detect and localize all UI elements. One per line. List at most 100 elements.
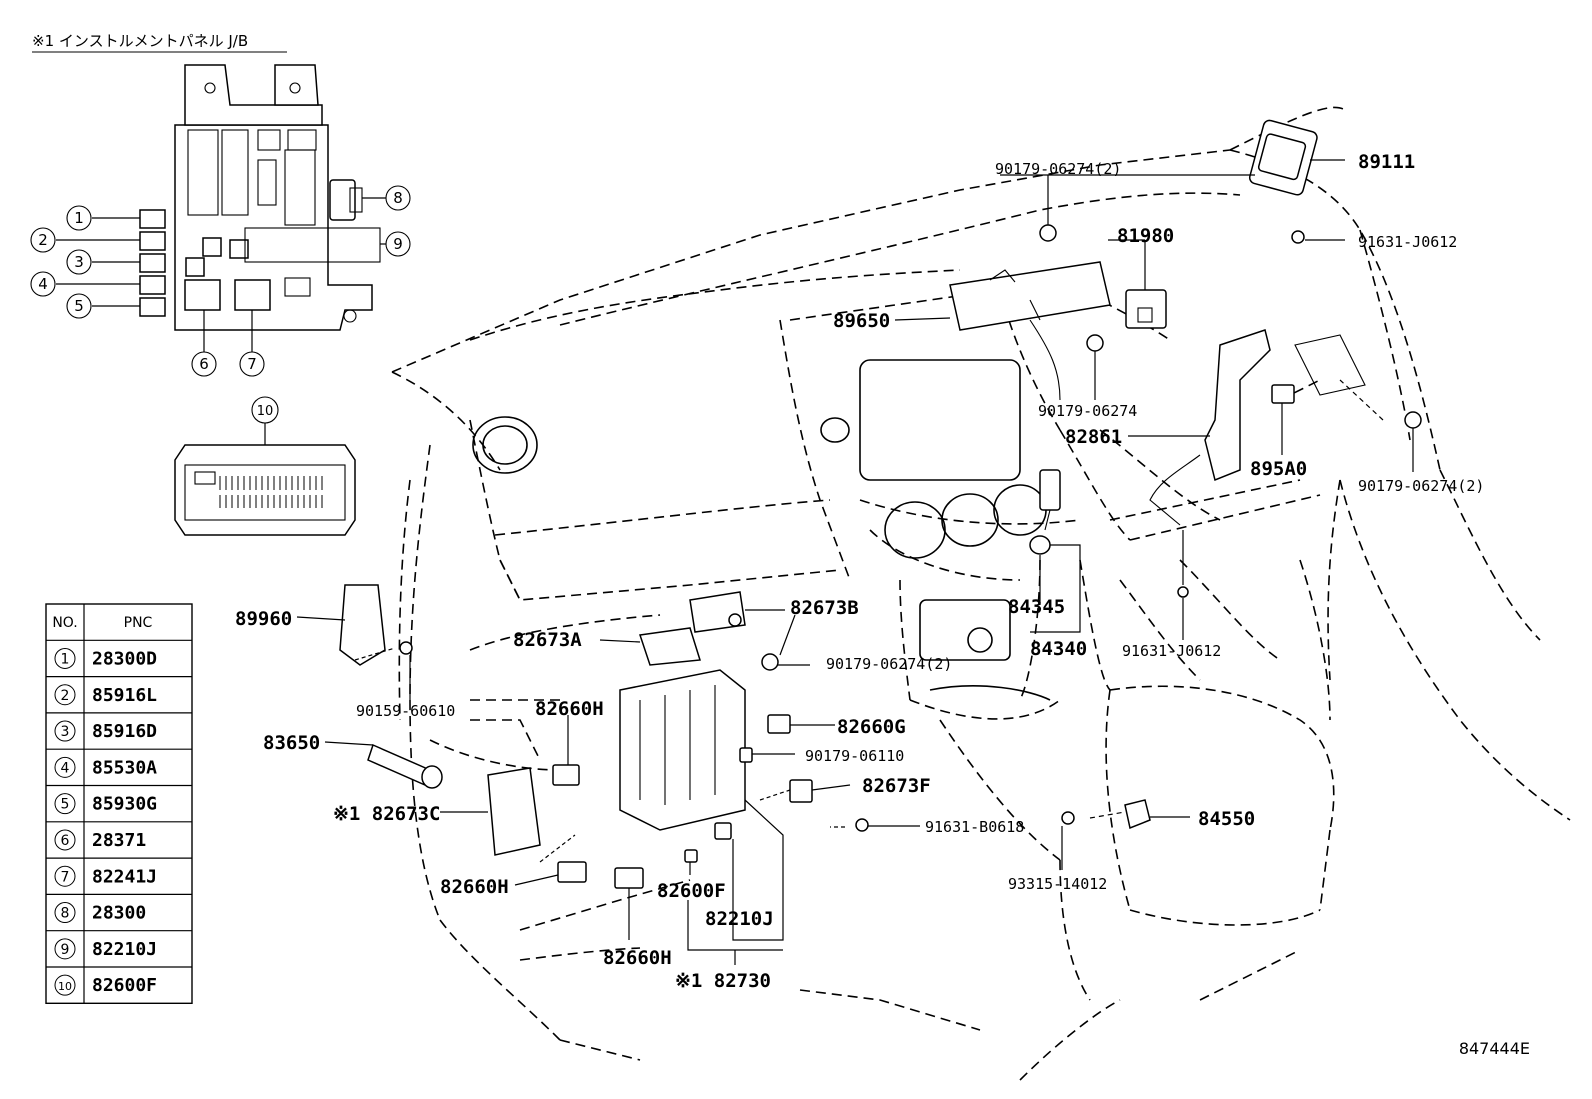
svg-text:9: 9	[393, 235, 403, 253]
table-row-circle	[54, 829, 76, 851]
table-row-circle	[54, 684, 76, 706]
fasteners	[399, 224, 1422, 832]
label-89960: 89960	[235, 608, 292, 630]
table-row-circle	[54, 756, 76, 778]
part-84550	[1124, 799, 1151, 830]
svg-text:2: 2	[38, 231, 48, 249]
svg-text:4: 4	[38, 275, 48, 293]
part-89111	[1248, 119, 1318, 196]
label-90179-mid: 90179-06274	[1038, 402, 1137, 420]
svg-text:5: 5	[74, 297, 84, 315]
part-82673C	[487, 767, 541, 856]
label-84340: 84340	[1030, 638, 1087, 660]
table-row-pnc: 82600F	[92, 975, 157, 996]
dash-vents	[472, 359, 1051, 701]
label-93315: 93315-14012	[1008, 875, 1107, 893]
label-83650: 83650	[263, 732, 320, 754]
label-82673B: 82673B	[790, 597, 859, 619]
part-81980	[1125, 289, 1167, 329]
svg-text:6: 6	[199, 355, 209, 373]
table-row-pnc: 82210J	[92, 939, 157, 960]
leader-lines	[296, 159, 1414, 965]
label-82210J: 82210J	[705, 908, 774, 930]
label-82861: 82861	[1065, 426, 1122, 448]
part-junction-block	[619, 669, 746, 831]
label-84345: 84345	[1008, 596, 1065, 618]
part-89960	[339, 584, 386, 666]
table-row-circle	[54, 647, 76, 669]
svg-text:10: 10	[257, 404, 274, 419]
table-row-pnc: 85930G	[92, 794, 157, 815]
table-row-circle	[54, 865, 76, 887]
label-82673C: ※1 82673C	[333, 803, 440, 825]
table-row-no: 6	[61, 833, 70, 849]
table-row-no: 10	[58, 980, 72, 993]
label-89111: 89111	[1358, 151, 1415, 173]
label-91631-j-low: 91631-J0612	[1122, 642, 1221, 660]
part-89650	[949, 261, 1111, 401]
part-83650	[367, 743, 443, 789]
label-82660G: 82660G	[837, 716, 906, 738]
part-panel-right	[1294, 334, 1366, 396]
connector-pins	[219, 476, 323, 508]
svg-text:7: 7	[247, 355, 257, 373]
table-row-no: 3	[61, 724, 70, 740]
jb-inset: ※1 インストルメントパネル J/B	[30, 32, 411, 377]
part-labels: 89111 90179-06274(2) 91631-J0612 81980 8…	[235, 151, 1484, 992]
label-82730: ※1 82730	[675, 970, 771, 992]
table-header-pnc: PNC	[124, 615, 153, 631]
label-91631-j-top: 91631-J0612	[1358, 233, 1457, 251]
label-84550: 84550	[1198, 808, 1255, 830]
part-82861	[1149, 329, 1271, 526]
table-row-circle	[54, 793, 76, 815]
figure-id: 847444E	[1459, 1039, 1530, 1058]
label-91631-b: 91631-B0618	[925, 818, 1024, 836]
label-82660H-bottom: 82660H	[603, 947, 672, 969]
table-row-pnc: 28371	[92, 830, 146, 851]
table-row-no: 5	[61, 797, 70, 813]
table-row-circle	[54, 938, 76, 960]
label-89650: 89650	[833, 310, 890, 332]
connector-inset: 10	[174, 396, 356, 536]
label-81980: 81980	[1117, 225, 1174, 247]
table-row-pnc: 28300	[92, 903, 146, 924]
table-row-pnc: 85916D	[92, 721, 157, 742]
part-84345	[1029, 469, 1061, 555]
part-82660-set	[552, 714, 813, 889]
pnc-table: NO. PNC 1 28300D 2 85916L 3 85916D 4 85530A 5 85930…	[45, 603, 193, 1004]
label-895A0: 895A0	[1250, 458, 1307, 480]
table-header-no: NO.	[52, 615, 77, 631]
label-82600F: 82600F	[657, 880, 726, 902]
label-90179-06110: 90179-06110	[805, 747, 904, 765]
table-row-pnc: 85530A	[92, 757, 157, 778]
part-82673A	[639, 627, 701, 666]
table-row-no: 1	[61, 651, 70, 667]
table-row-circle	[54, 974, 76, 996]
label-82660H-left: 82660H	[440, 876, 509, 898]
table-row-no: 9	[61, 942, 70, 958]
table-row-pnc: 28300D	[92, 648, 157, 669]
part-895A0	[1271, 384, 1295, 404]
label-90159: 90159-60610	[356, 702, 455, 720]
table-row-no: 8	[61, 906, 70, 922]
table-row-no: 7	[61, 869, 70, 885]
jb-caption: ※1 インストルメントパネル J/B	[32, 32, 248, 50]
table-frame	[45, 603, 193, 1004]
table-row-circle	[54, 720, 76, 742]
label-90179-top: 90179-06274(2)	[995, 160, 1121, 178]
label-90179-right: 90179-06274(2)	[1358, 477, 1484, 495]
table-row-circle	[54, 902, 76, 924]
svg-text:8: 8	[393, 189, 403, 207]
svg-text:1: 1	[74, 209, 84, 227]
label-82673F: 82673F	[862, 775, 931, 797]
table-row-no: 4	[61, 760, 70, 776]
label-90179-bracket: 90179-06274(2)	[826, 655, 952, 673]
label-82673A: 82673A	[513, 629, 582, 651]
svg-text:3: 3	[74, 253, 84, 271]
vehicle-outline	[391, 106, 1571, 1081]
table-row-no: 2	[61, 688, 70, 704]
table-row-pnc: 85916L	[92, 685, 157, 706]
table-row-pnc: 82241J	[92, 866, 157, 887]
label-82660H-top: 82660H	[535, 698, 604, 720]
